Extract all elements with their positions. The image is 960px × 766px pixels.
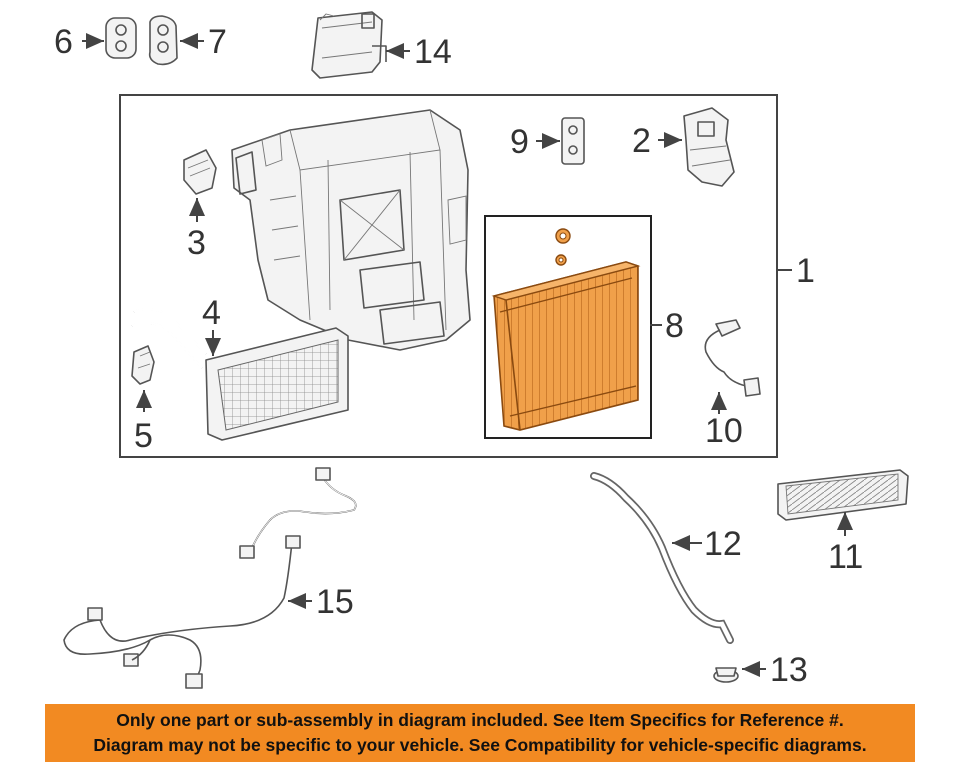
callout-7: 7 (208, 23, 227, 61)
part-5-clip[interactable] (131, 345, 155, 385)
callout-5: 5 (134, 417, 153, 455)
callout-14: 14 (414, 33, 452, 71)
part-3-blower-resistor[interactable] (183, 149, 217, 195)
callout-12: 12 (704, 525, 742, 563)
part-11-filter[interactable] (777, 469, 909, 521)
part-8-evaporator[interactable] (491, 228, 641, 431)
part-2-actuator[interactable] (683, 107, 735, 187)
part-13-grommet[interactable] (713, 667, 739, 683)
callout-10: 10 (705, 412, 743, 450)
callout-3: 3 (187, 224, 206, 262)
callout-6: 6 (54, 23, 73, 61)
callout-11: 11 (828, 538, 863, 576)
disclaimer-line-2: Diagram may not be specific to your vehi… (93, 735, 867, 755)
callout-9: 9 (510, 123, 529, 161)
part-9-expansion-valve[interactable] (561, 117, 585, 165)
part-6-grommet[interactable] (105, 17, 137, 59)
callout-1: 1 (796, 252, 815, 290)
callout-4: 4 (202, 294, 221, 332)
callout-13: 13 (770, 651, 808, 689)
part-10-wire-harness[interactable] (704, 319, 761, 397)
part-12-drain-hose[interactable] (590, 472, 734, 644)
disclaimer-line-1: Only one part or sub-assembly in diagram… (116, 710, 844, 730)
part-7-grommet[interactable] (148, 15, 178, 66)
assembly-box (119, 94, 778, 458)
callout-2: 2 (632, 122, 651, 160)
evaporator-callout-box (484, 215, 652, 439)
disclaimer-banner: Only one part or sub-assembly in diagram… (45, 704, 915, 762)
callout-15: 15 (316, 583, 354, 621)
callout-8: 8 (665, 307, 684, 345)
part-4-heater-core[interactable] (131, 307, 349, 441)
part-hvac-case (231, 109, 471, 351)
part-15-wire-harness[interactable] (63, 467, 357, 689)
parts-diagram: 6 7 14 3 9 (54, 11, 909, 689)
part-14-control-module[interactable] (311, 11, 387, 79)
